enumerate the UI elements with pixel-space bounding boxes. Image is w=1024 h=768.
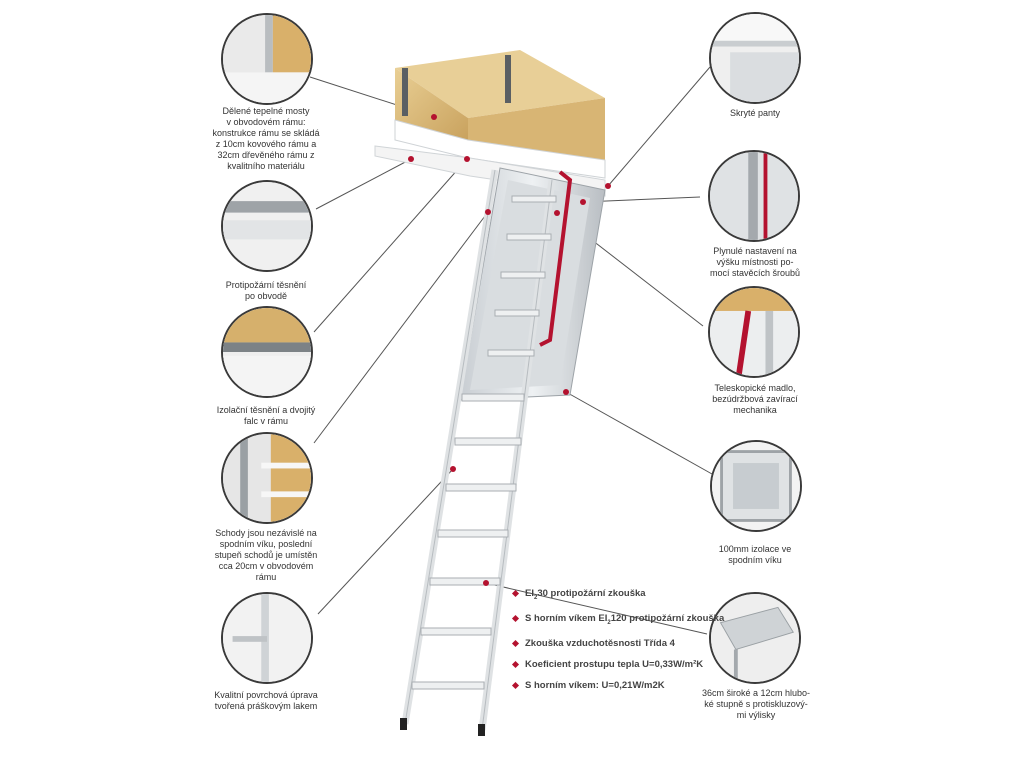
ladder-detail-icon <box>221 592 313 684</box>
frame-detail-icon <box>221 13 313 105</box>
callout-dots <box>408 114 611 586</box>
features-list: EI230 protipožární zkouška S horním víke… <box>513 588 733 701</box>
screw-detail-icon <box>708 150 800 242</box>
rebate-detail-icon <box>221 306 313 398</box>
handrail-detail-icon <box>708 286 800 378</box>
spring-detail-icon <box>221 432 313 524</box>
caption-wide-steps: 36cm široké a 12cm hlubo-ké stupně s pro… <box>701 688 811 720</box>
attic-box <box>394 50 606 179</box>
lid-and-ladder <box>400 167 606 736</box>
seal-detail-icon <box>221 180 313 272</box>
feature-item: Zkouška vzduchotěsnosti Třída 4 <box>513 638 733 650</box>
caption-hidden-hinges: Skryté panty <box>729 108 781 118</box>
hinge-detail-icon <box>709 12 801 104</box>
feature-item: S horním víkem EI2120 protipožární zkouš… <box>513 613 733 629</box>
step-detail-icon <box>709 592 801 684</box>
feature-item: Koeficient prostupu tepla U=0,33W/m²K <box>513 659 733 671</box>
feature-item: S horním víkem: U=0,21W/m2K <box>513 680 733 692</box>
feature-item: EI230 protipožární zkouška <box>513 588 733 604</box>
lid-insulation-icon <box>710 440 802 532</box>
